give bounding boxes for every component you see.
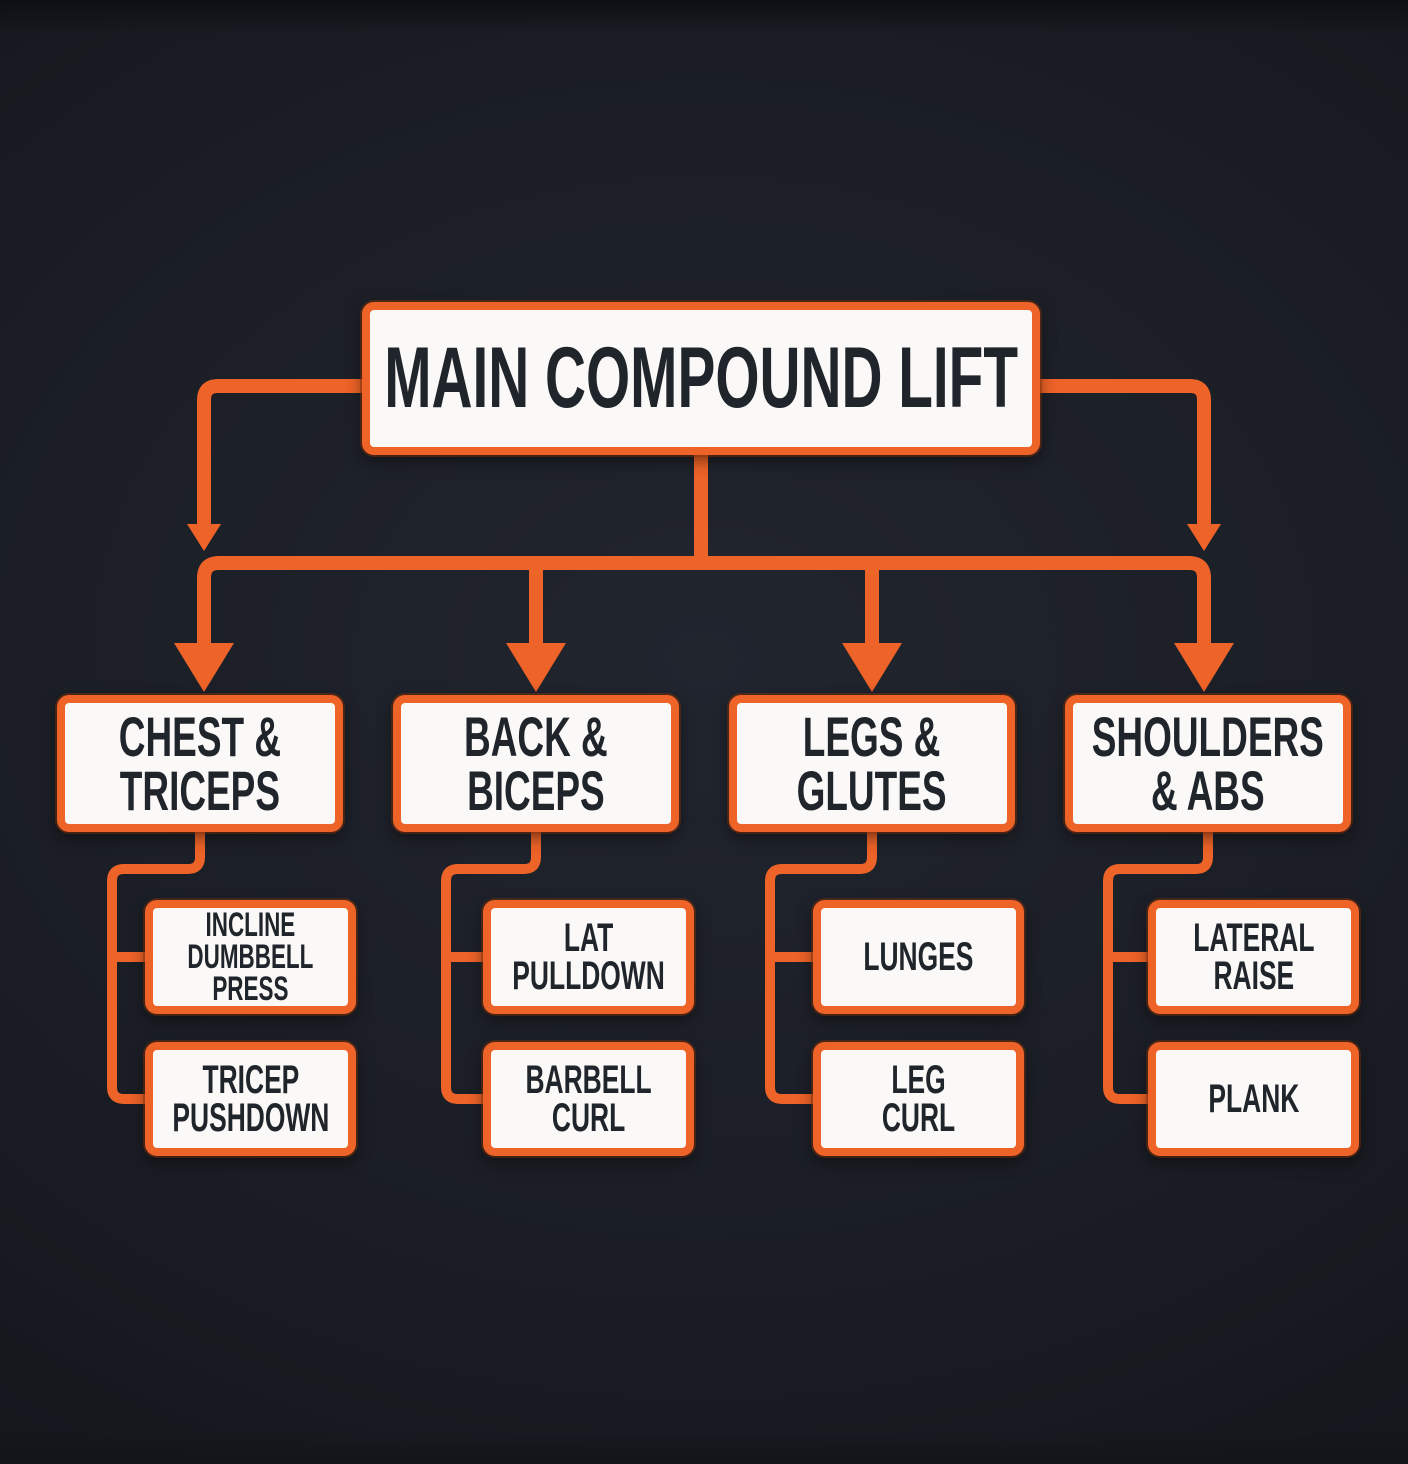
arrowhead-small-right <box>1187 524 1221 551</box>
node-label: LAT PULLDOWN <box>512 916 665 998</box>
node-label: TRICEP PUSHDOWN <box>172 1058 329 1140</box>
node-label: LEG CURL <box>881 1058 956 1140</box>
node-leg-curl: LEG CURL <box>813 1042 1024 1156</box>
node-lateral-raise: LATERAL RAISE <box>1148 900 1359 1014</box>
connector-chest-spine <box>107 831 205 1104</box>
arrowhead-shoulders <box>1174 643 1234 692</box>
arrowhead-chest <box>174 643 234 692</box>
connector-root-left <box>197 379 362 524</box>
node-shoulders-abs: SHOULDERS & ABS <box>1065 695 1351 832</box>
arrowhead-back <box>506 643 566 692</box>
node-label: BARBELL CURL <box>525 1058 652 1140</box>
node-label: MAIN COMPOUND LIFT <box>384 329 1018 426</box>
node-main-compound-lift: MAIN COMPOUND LIFT <box>362 302 1040 455</box>
node-label: LUNGES <box>863 935 974 979</box>
node-label: LEGS & GLUTES <box>797 705 947 822</box>
node-back-biceps: BACK & BICEPS <box>393 695 679 832</box>
node-label: INCLINE DUMBBELL PRESS <box>187 905 314 1009</box>
node-legs-glutes: LEGS & GLUTES <box>729 695 1015 832</box>
node-tricep-pushdown: TRICEP PUSHDOWN <box>145 1042 356 1156</box>
node-incline-dumbbell-press: INCLINE DUMBBELL PRESS <box>145 900 356 1014</box>
node-label: LATERAL RAISE <box>1192 916 1315 998</box>
node-barbell-curl: BARBELL CURL <box>483 1042 694 1156</box>
arrowhead-small-left <box>187 524 221 551</box>
node-label: SHOULDERS & ABS <box>1091 705 1325 822</box>
node-label: BACK & BICEPS <box>464 705 608 822</box>
arrowhead-legs <box>842 643 902 692</box>
node-label: CHEST & TRICEPS <box>118 705 282 822</box>
connector-back-spine <box>441 831 541 1104</box>
connector-shoulders-spine <box>1103 831 1213 1104</box>
node-lat-pulldown: LAT PULLDOWN <box>483 900 694 1014</box>
node-plank: PLANK <box>1148 1042 1359 1156</box>
connector-legs-spine <box>765 831 877 1104</box>
node-chest-triceps: CHEST & TRICEPS <box>57 695 343 832</box>
node-label: PLANK <box>1208 1077 1299 1121</box>
connector-bus <box>197 556 1211 645</box>
node-lunges: LUNGES <box>813 900 1024 1014</box>
connector-root-right <box>1040 379 1211 524</box>
